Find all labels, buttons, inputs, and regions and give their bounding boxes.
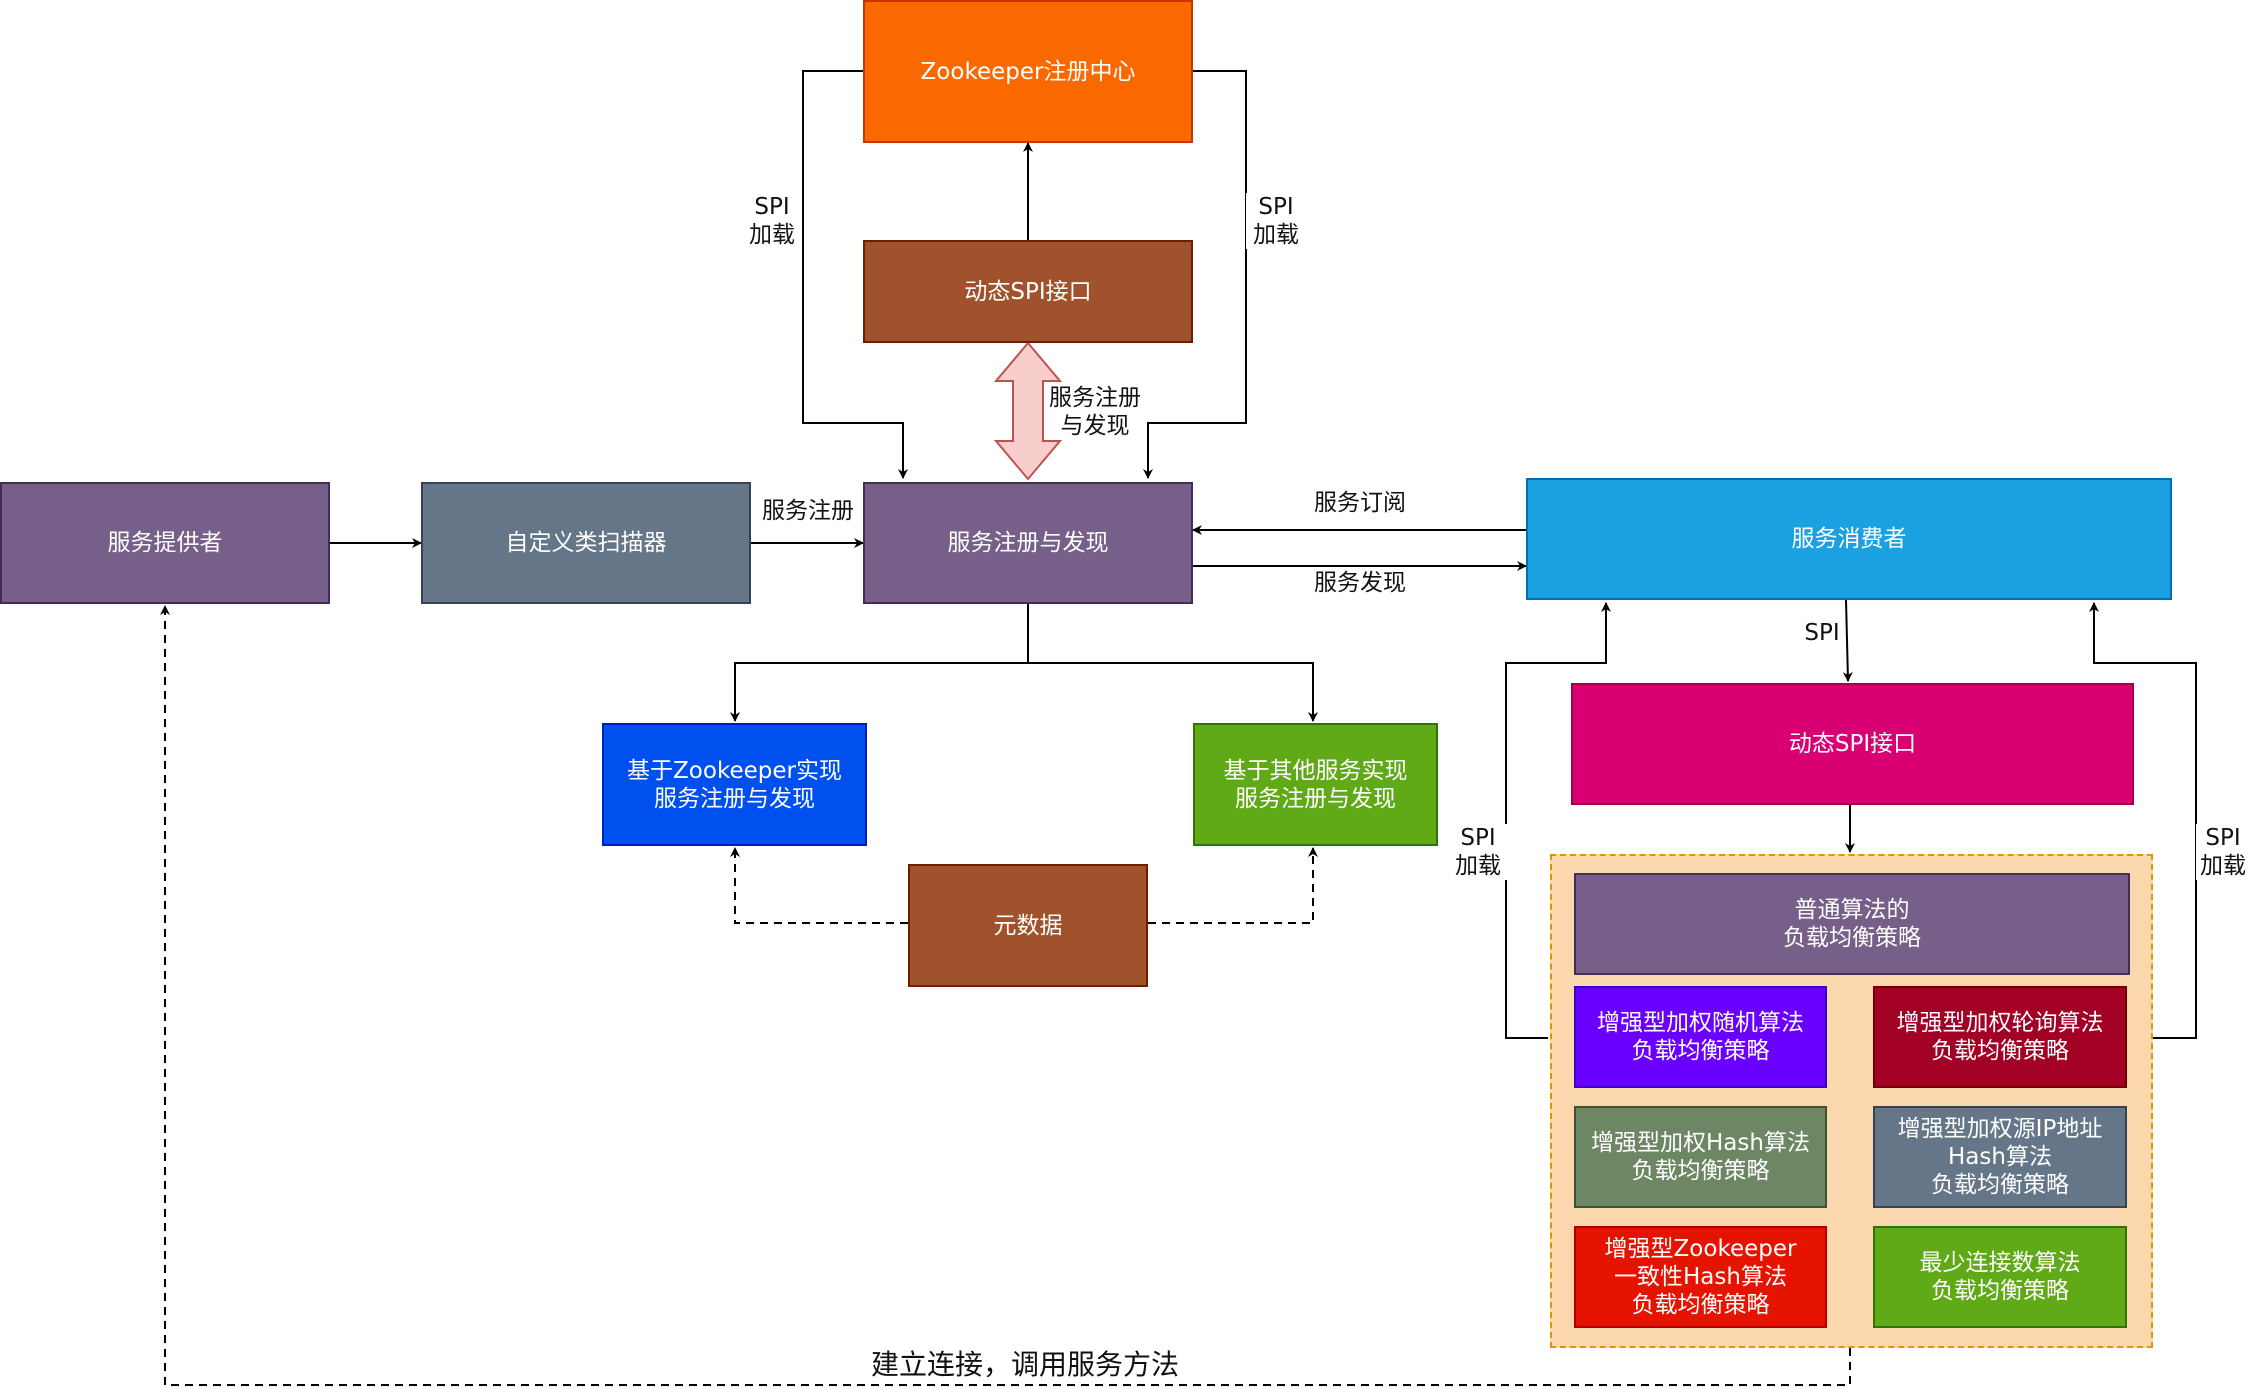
service-consumer-node[interactable]: 服务消费者 (1526, 478, 2172, 600)
lb-zk-consistent-hash-node[interactable]: 增强型Zookeeper 一致性Hash算法 负载均衡策略 (1574, 1226, 1827, 1328)
zookeeper-registry-node[interactable]: Zookeeper注册中心 (863, 0, 1193, 143)
lb-weighted-round-robin-node[interactable]: 增强型加权轮询算法 负载均衡策略 (1873, 986, 2127, 1088)
registry-to-other-impl-arrow (1028, 662, 1318, 722)
metadata-to-other-impl-arrow (1148, 847, 1318, 924)
service-subscribe-label: 服务订阅 (1314, 490, 1406, 516)
spi-load-right-label: SPI 加载 (1246, 193, 1306, 249)
spi-load-lb-left-label: SPI 加载 (1448, 824, 1508, 880)
registry-to-zk-impl-arrow (730, 603, 1029, 722)
consumer-spi-arrow (1842, 599, 1853, 682)
spi-load-lb-right-connector (2089, 602, 2197, 1039)
spi-load-left-label: SPI 加载 (742, 193, 802, 249)
service-discover-label: 服务发现 (1314, 570, 1406, 596)
connect-invoke-arrow (160, 605, 1851, 1386)
lb-least-connections-node[interactable]: 最少连接数算法 负载均衡策略 (1873, 1226, 2127, 1328)
spi-load-left-connector (802, 70, 908, 479)
connect-invoke-label: 建立连接，调用服务方法 (840, 1348, 1210, 1382)
register-discover-double-arrow (993, 341, 1063, 481)
dynamic-spi-top-node[interactable]: 动态SPI接口 (863, 240, 1193, 343)
lb-weighted-hash-node[interactable]: 增强型加权Hash算法 负载均衡策略 (1574, 1106, 1827, 1208)
lb-normal-node[interactable]: 普通算法的 负载均衡策略 (1574, 873, 2130, 975)
spi-label: SPI (1800, 619, 1844, 647)
service-register-label: 服务注册 (762, 498, 854, 524)
metadata-to-zk-impl-arrow (730, 847, 908, 924)
spi-load-lb-left-connector (1505, 602, 1611, 1039)
register-discover-label: 服务注册 与发现 (1049, 385, 1141, 439)
lb-weighted-random-node[interactable]: 增强型加权随机算法 负载均衡策略 (1574, 986, 1827, 1088)
registry-discovery-node[interactable]: 服务注册与发现 (863, 482, 1193, 604)
lb-weighted-source-ip-node[interactable]: 增强型加权源IP地址 Hash算法 负载均衡策略 (1873, 1106, 2127, 1208)
zk-impl-node[interactable]: 基于Zookeeper实现 服务注册与发现 (602, 723, 867, 846)
custom-scanner-node[interactable]: 自定义类扫描器 (421, 482, 751, 604)
service-provider-node[interactable]: 服务提供者 (0, 482, 330, 604)
other-impl-node[interactable]: 基于其他服务实现 服务注册与发现 (1193, 723, 1438, 846)
spi-load-lb-right-label: SPI 加载 (2196, 824, 2250, 880)
spi-load-right-connector (1143, 70, 1247, 479)
metadata-node[interactable]: 元数据 (908, 864, 1148, 987)
dynamic-spi-right-node[interactable]: 动态SPI接口 (1571, 683, 2134, 805)
